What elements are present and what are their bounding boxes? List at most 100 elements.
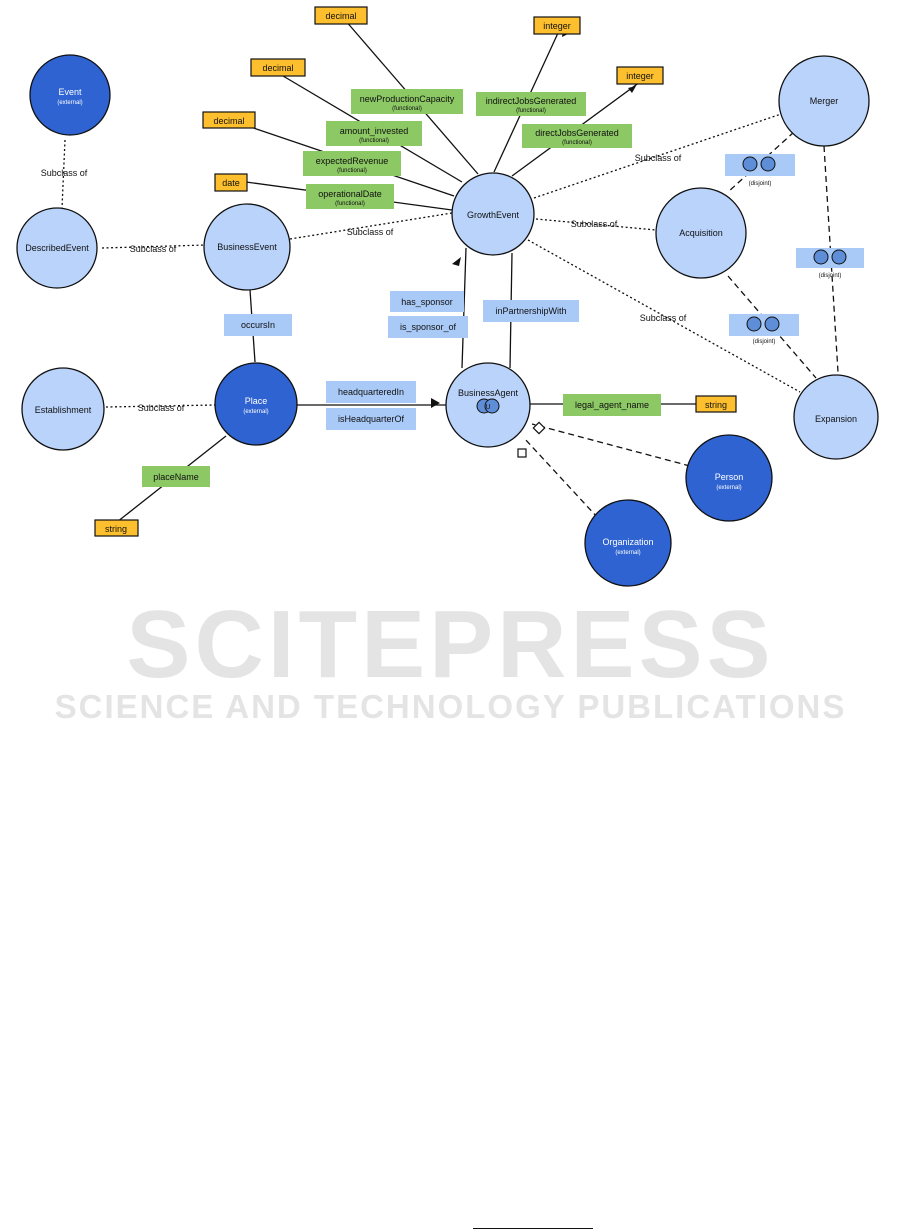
disjoint-circle-right xyxy=(760,156,776,172)
data-property-direct-jobs-generated: directJobsGenerated (functional) xyxy=(522,124,632,148)
union-icon: U xyxy=(476,398,500,414)
datatype-string-place-name: string xyxy=(94,519,139,537)
svg-text:U: U xyxy=(485,404,490,411)
datatype-decimal-1: decimal xyxy=(314,6,368,25)
datatype-decimal-2: decimal xyxy=(250,58,306,77)
object-property-is-headquarter-of: isHeadquarterOf xyxy=(326,408,416,430)
subclass-label-merger: Subclass of xyxy=(635,153,682,163)
node-expansion: Expansion xyxy=(793,374,879,460)
data-property-indirect-jobs-generated: indirectJobsGenerated (functional) xyxy=(476,92,586,116)
data-property-place-name-label: placeName xyxy=(153,472,199,482)
data-property-operational-date: operationalDate (functional) xyxy=(306,184,394,209)
node-establishment: Establishment xyxy=(21,367,105,451)
object-property-has-sponsor-label: has_sponsor xyxy=(401,297,453,307)
datatype-decimal-2-label: decimal xyxy=(262,63,293,73)
node-establishment-label: Establishment xyxy=(35,405,92,415)
node-business-agent: BusinessAgent U xyxy=(445,362,531,448)
subclass-label-expansion: Subclass of xyxy=(640,313,687,323)
data-property-indirect-jobs-generated-note: (functional) xyxy=(516,108,546,114)
data-property-legal-agent-name-label: legal_agent_name xyxy=(575,400,649,410)
datatype-decimal-3: decimal xyxy=(202,111,256,129)
edge-acquisition-expansion xyxy=(727,275,817,379)
footnote-rule xyxy=(473,1228,593,1229)
node-growth-event-label: GrowthEvent xyxy=(467,210,520,220)
object-property-is-sponsor-of: is_sponsor_of xyxy=(388,316,468,338)
data-property-place-name: placeName xyxy=(142,466,210,487)
disjoint-circle-right xyxy=(764,316,780,332)
object-property-in-partnership-with: inPartnershipWith xyxy=(483,300,579,322)
disjoint-box-merger-expansion: (disjoint) xyxy=(796,248,864,279)
subclass-label-event: Subclass of xyxy=(41,168,88,178)
data-property-indirect-jobs-generated-label: indirectJobsGenerated xyxy=(486,96,577,106)
node-described-event: DescribedEvent xyxy=(16,207,98,289)
data-property-expected-revenue-note: (functional) xyxy=(337,168,367,174)
datatype-decimal-3-label: decimal xyxy=(213,116,244,126)
subclass-marker-person xyxy=(532,421,546,435)
datatype-date-label: date xyxy=(222,178,240,188)
disjoint-circle-left xyxy=(746,316,762,332)
node-event-label: Event xyxy=(58,87,82,97)
object-property-has-sponsor: has_sponsor xyxy=(390,291,464,312)
node-place-note: (external) xyxy=(243,409,268,415)
data-property-expected-revenue-label: expectedRevenue xyxy=(316,156,389,166)
disjoint-circle-left xyxy=(813,249,829,265)
datatype-date: date xyxy=(214,173,248,192)
disjoint-box-acquisition-expansion: (disjoint) xyxy=(729,314,799,345)
datatype-string-legal-name-label: string xyxy=(705,400,727,410)
edge-organization-agent xyxy=(523,437,599,519)
arrowhead-direct-jobs xyxy=(628,86,636,93)
datatype-integer-2-label: integer xyxy=(626,71,654,81)
node-described-event-label: DescribedEvent xyxy=(25,243,89,253)
datatype-decimal-1-label: decimal xyxy=(325,11,356,21)
node-person: Person (external) xyxy=(685,434,773,522)
data-property-new-production-capacity-note: (functional) xyxy=(392,106,422,112)
node-person-label: Person xyxy=(715,472,744,482)
object-property-occurs-in: occursIn xyxy=(224,314,292,336)
disjoint-box-merger-acquisition: (disjoint) xyxy=(725,154,795,187)
edge-growth-event xyxy=(289,212,453,240)
node-event: Event (external) xyxy=(29,54,111,136)
data-property-new-production-capacity-label: newProductionCapacity xyxy=(360,94,455,104)
data-property-direct-jobs-generated-note: (functional) xyxy=(562,140,592,146)
node-merger: Merger xyxy=(778,55,870,147)
object-property-in-partnership-with-label: inPartnershipWith xyxy=(495,306,566,316)
node-place-label: Place xyxy=(245,396,268,406)
subclass-labels: Subclass of Subclass of Subclass of Subc… xyxy=(41,153,687,413)
subclass-marker-organization xyxy=(517,448,527,458)
node-event-note: (external) xyxy=(57,100,82,106)
datatype-integer-1: integer xyxy=(533,16,581,35)
data-property-amount-invested: amount_invested (functional) xyxy=(326,121,422,146)
object-property-occurs-in-label: occursIn xyxy=(241,320,275,330)
data-property-operational-date-label: operationalDate xyxy=(318,189,382,199)
disjoint-circle-left xyxy=(742,156,758,172)
node-growth-event: GrowthEvent xyxy=(451,172,535,256)
data-property-amount-invested-note: (functional) xyxy=(359,138,389,144)
object-property-headquartered-in: headquarteredIn xyxy=(326,381,416,403)
arrowhead-sponsor xyxy=(452,257,461,266)
datatype-string-place-name-label: string xyxy=(105,524,127,534)
node-acquisition: Acquisition xyxy=(655,187,747,279)
node-acquisition-label: Acquisition xyxy=(679,228,723,238)
node-place: Place (external) xyxy=(214,362,298,446)
node-organization: Organization (external) xyxy=(584,499,672,587)
node-merger-label: Merger xyxy=(810,96,839,106)
edge-establishment xyxy=(105,404,217,408)
subclass-label-establishment: Subclass of xyxy=(138,403,185,413)
data-property-amount-invested-label: amount_invested xyxy=(340,126,409,136)
object-property-headquartered-in-label: headquarteredIn xyxy=(338,387,404,397)
edge-business-event xyxy=(101,244,207,249)
object-property-is-headquarter-of-label: isHeadquarterOf xyxy=(338,414,405,424)
datatype-string-legal-name: string xyxy=(695,395,737,413)
node-business-event: BusinessEvent xyxy=(203,203,291,291)
object-property-is-sponsor-of-label: is_sponsor_of xyxy=(400,322,457,332)
datatype-integer-1-label: integer xyxy=(543,21,571,31)
node-person-note: (external) xyxy=(716,485,741,491)
disjoint-label: (disjoint) xyxy=(749,181,772,187)
node-organization-note: (external) xyxy=(615,550,640,556)
data-property-direct-jobs-generated-label: directJobsGenerated xyxy=(535,128,619,138)
node-organization-label: Organization xyxy=(602,537,653,547)
disjoint-circle-right xyxy=(831,249,847,265)
disjoint-label: (disjoint) xyxy=(753,339,776,345)
node-expansion-label: Expansion xyxy=(815,414,857,424)
